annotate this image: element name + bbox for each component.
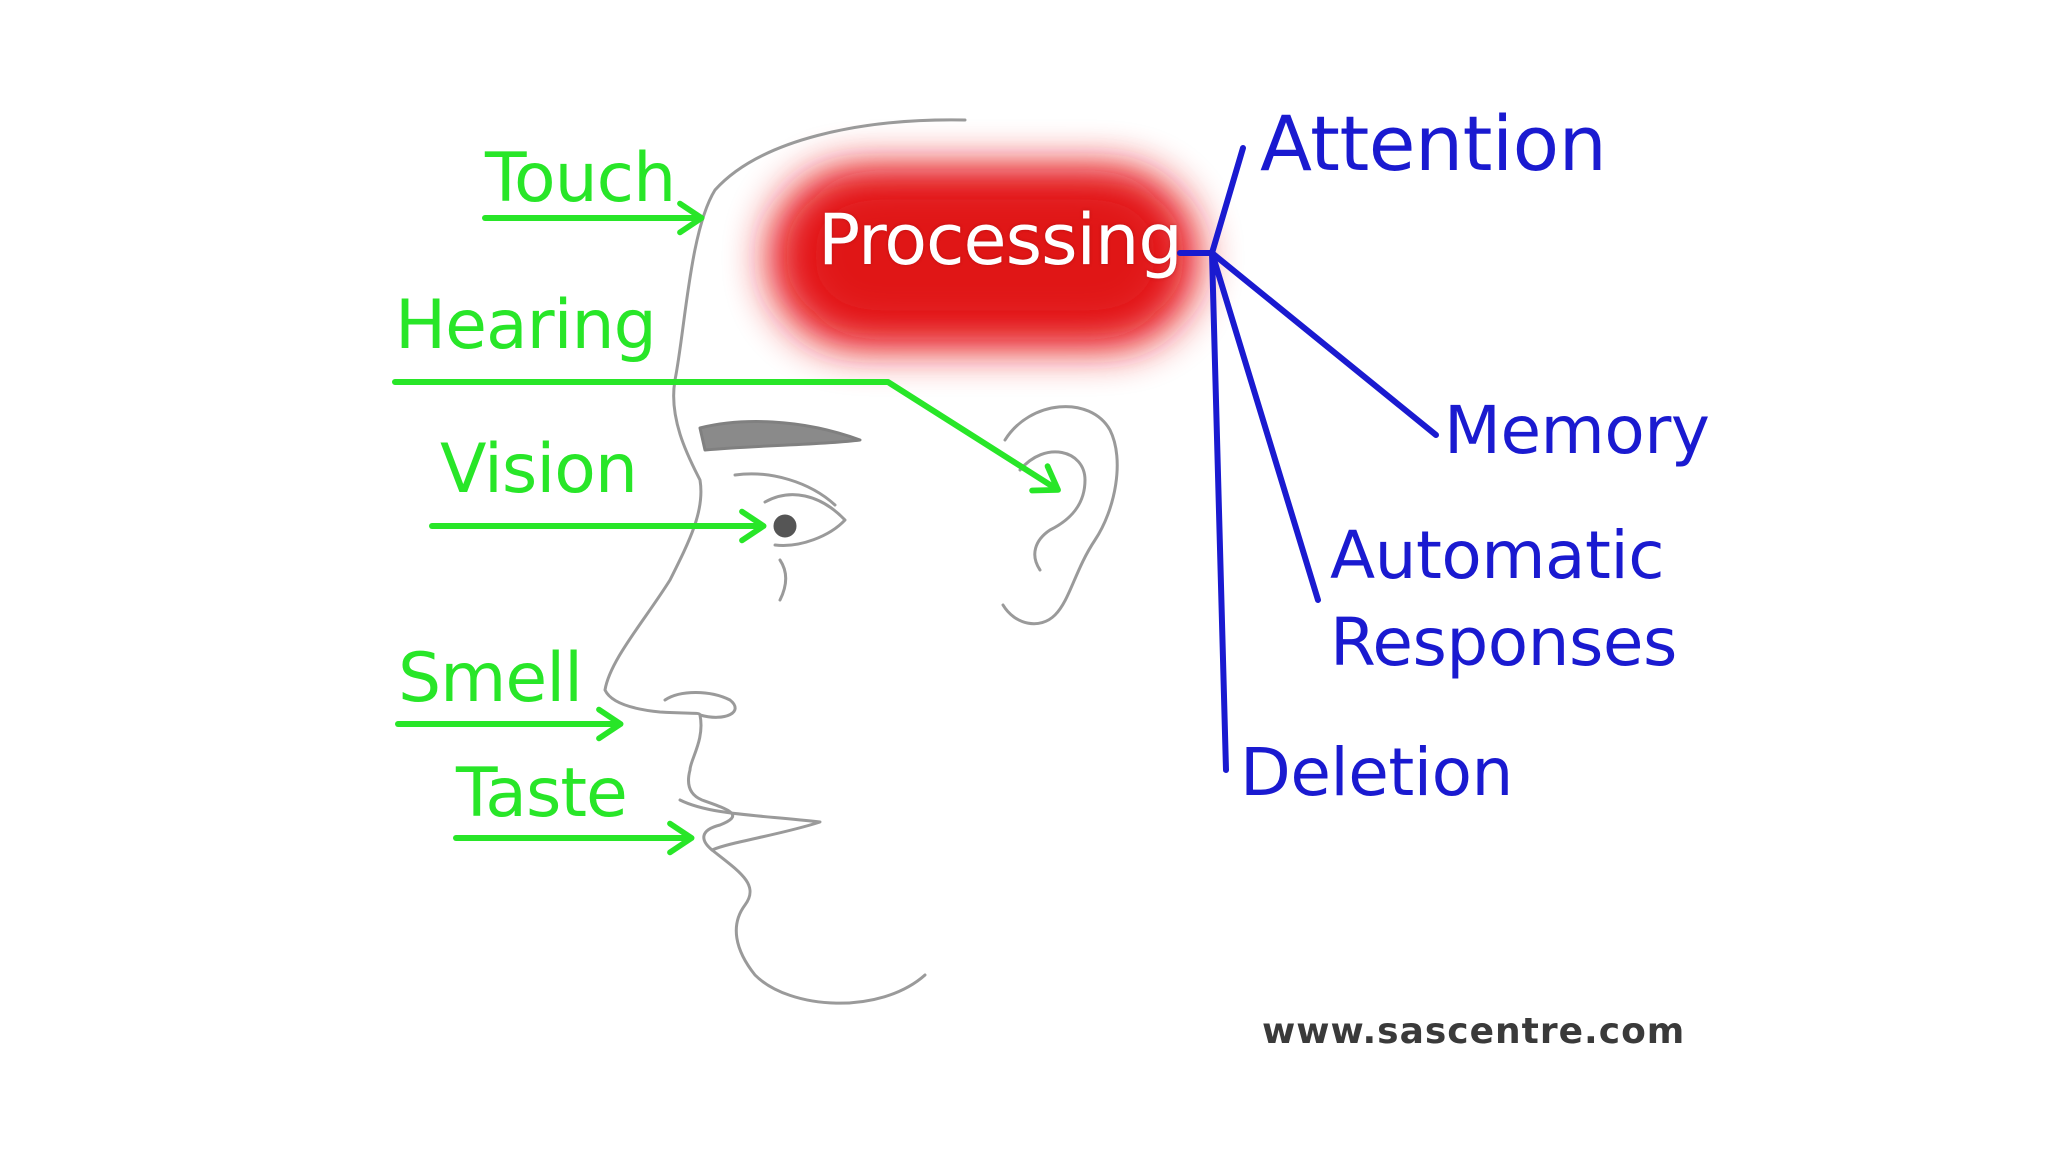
deletion-branch-line [1209, 250, 1229, 773]
taste-label: Taste [456, 754, 628, 833]
ear-outer-line [1001, 405, 1119, 626]
face-profile-line [603, 118, 967, 1005]
eye-line [763, 493, 847, 547]
eyebrow-shape [698, 420, 862, 452]
attention-branch-line [1209, 145, 1246, 256]
head-sketch [603, 118, 1119, 1005]
vision-label: Vision [440, 430, 638, 509]
ear-inner-line [1018, 450, 1087, 572]
processing-glow [768, 168, 1198, 348]
hearing-label: Hearing [395, 286, 657, 365]
website-url[interactable]: www.sascentre.com [1262, 1011, 1686, 1052]
eye-lid-line [733, 472, 837, 507]
memory-branch-line [1209, 250, 1439, 438]
sensory-arrows [392, 200, 1061, 856]
automatic-responses-label: Automatic Responses [1330, 517, 1677, 682]
lips-line [678, 798, 822, 852]
touch-label: Touch [485, 139, 676, 218]
nostril-line [663, 691, 737, 719]
automatic-responses-branch-line [1209, 250, 1321, 603]
output-branches [1177, 145, 1439, 773]
deletion-label: Deletion [1240, 734, 1513, 811]
eye-pupil [773, 514, 797, 538]
attention-label: Attention [1260, 99, 1607, 188]
hearing-arrow [392, 379, 1061, 494]
smell-label: Smell [398, 639, 583, 718]
processing-label: Processing [818, 199, 1183, 281]
eye-crease-line [778, 558, 788, 602]
memory-label: Memory [1444, 392, 1710, 469]
